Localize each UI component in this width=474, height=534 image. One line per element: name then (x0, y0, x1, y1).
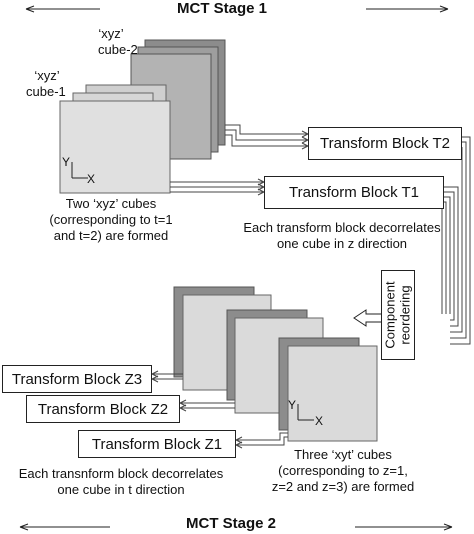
cube2-quote-label: ‘xyz’ (98, 26, 124, 41)
xyt-caption-line1: Three ‘xyt’ cubes (294, 447, 392, 462)
xyt-caption-line3: z=2 and z=3) are formed (271, 479, 415, 494)
xyt-cube-z1 (278, 337, 378, 442)
xyt-axis-y-label: Y (288, 398, 297, 412)
xyz-axis-x-label: X (87, 172, 96, 186)
xyt-axis-x-label: X (315, 414, 324, 428)
component-reordering-line1: Component (383, 281, 398, 349)
component-reordering-line2: reordering (398, 285, 413, 345)
component-reordering-box: Component reordering (381, 270, 415, 360)
transform-block-z2: Transform Block Z2 (26, 395, 180, 423)
transform-block-z1: Transform Block Z1 (78, 430, 236, 458)
t-caption-line2: one cube in z direction (276, 236, 408, 251)
t-caption-line1: Each transform block decorrelates (243, 220, 441, 235)
stage1-left-arrow (25, 5, 100, 13)
cube1-quote-label: ‘xyz’ (34, 68, 60, 83)
xyz-caption-line3: and t=2) are formed (53, 228, 169, 243)
transform-block-t1: Transform Block T1 (264, 176, 444, 209)
stage2-right-arrow (355, 523, 453, 531)
stage1-right-arrow (366, 5, 449, 13)
stage2-title: MCT Stage 2 (186, 515, 277, 532)
xyt-caption-line2: (corresponding to z=1, (278, 463, 408, 478)
cube1-to-t1-arrows (170, 178, 266, 196)
xyz-axes-icon (71, 162, 88, 179)
z-caption-line1: Each transnform block decorrelates (18, 466, 224, 481)
transform-block-z3: Transform Block Z3 (2, 365, 152, 393)
transform-block-t2: Transform Block T2 (308, 127, 462, 160)
xyz-axis-y-label: Y (62, 155, 71, 169)
xyz-cube-1 (59, 84, 171, 194)
z-caption-line2: one cube in t direction (57, 482, 185, 497)
xyt-axes-icon (297, 404, 314, 421)
stage1-title: MCT Stage 1 (177, 0, 268, 17)
xyt-to-z-arrows (150, 370, 288, 449)
cube2-to-t2-arrows (225, 124, 310, 150)
cube1-name-label: cube-1 (26, 84, 66, 99)
xyz-caption-line2: (corresponding to t=1 (49, 212, 173, 227)
reordering-to-xyt-arrow (353, 309, 381, 327)
cube2-name-label: cube-2 (98, 42, 138, 57)
stage2-left-arrow (19, 523, 110, 531)
xyz-caption-line1: Two ‘xyz’ cubes (65, 196, 157, 211)
